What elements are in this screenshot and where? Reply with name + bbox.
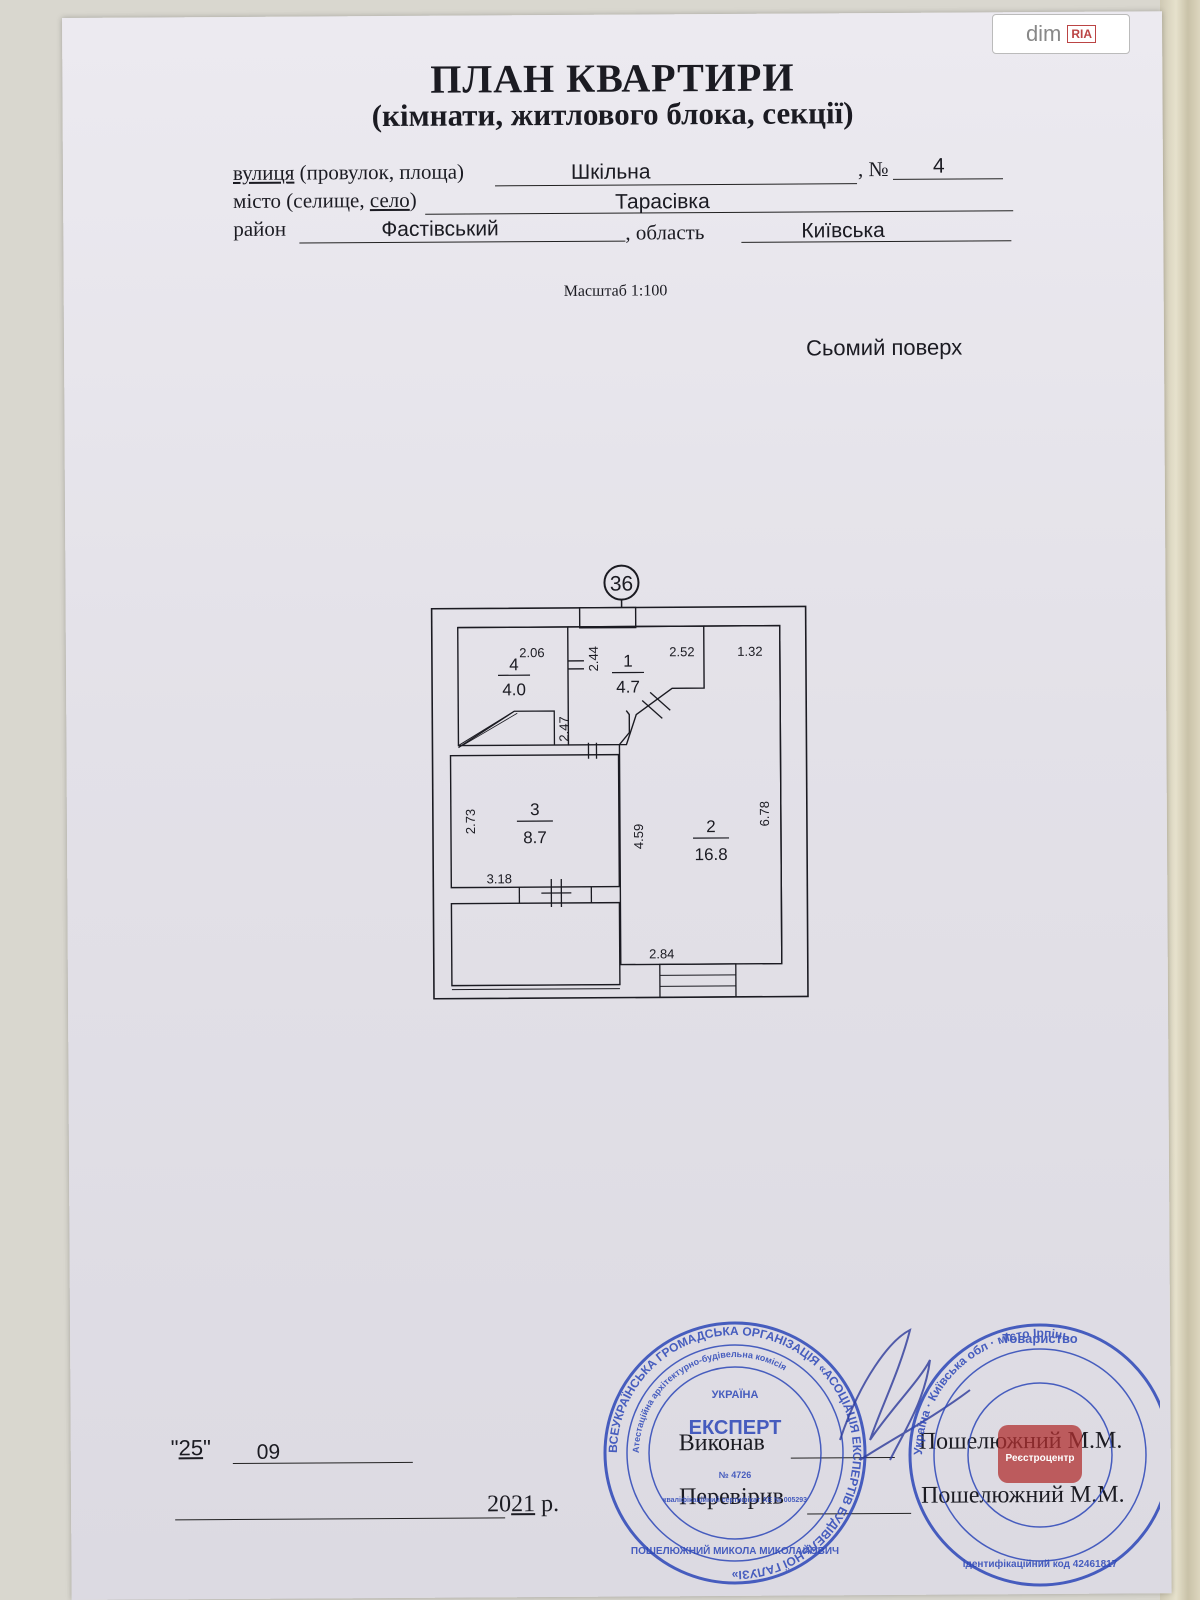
- city-value: Тарасівка: [615, 190, 710, 214]
- district-label: район: [233, 216, 287, 241]
- date-month: 09: [256, 1440, 281, 1464]
- loggia-outline: [450, 901, 621, 987]
- date-year-underline: [175, 1517, 506, 1521]
- dim-1.32: 1.32: [737, 644, 762, 659]
- seal-bottom: ПОШЕЛЮЖНИЙ МИКОЛА МИКОЛАЙОВИЧ: [631, 1544, 839, 1557]
- dim-2.73: 2.73: [463, 809, 478, 834]
- number-value: 4: [932, 154, 945, 178]
- expert-seal-stamp: ВСЕУКРАЇНСЬКА ГРОМАДСЬКА ОРГАНІЗАЦІЯ «АС…: [603, 1321, 867, 1585]
- watermark-brand: dim: [1025, 21, 1062, 46]
- dim-2.84: 2.84: [649, 946, 674, 961]
- floor-label: Сьомий поверх: [805, 334, 963, 361]
- right-seal-word: Товариство: [1002, 1331, 1077, 1346]
- number-underline: [892, 178, 1004, 180]
- seal-center: ЕКСПЕРТ: [689, 1417, 782, 1439]
- right-seal-logo: [998, 1425, 1082, 1483]
- document-subtitle: (кімнати, житлового блока, секції): [371, 95, 854, 134]
- number-label: , №: [857, 156, 889, 182]
- dim-3.18: 3.18: [487, 871, 512, 886]
- room-2-outline: [703, 624, 783, 964]
- right-seal-code: ідентифікаційний код 42461817: [963, 1558, 1118, 1570]
- street-value: Шкільна: [570, 160, 651, 184]
- room-1-number: 1: [623, 652, 633, 671]
- room-3-number: 3: [530, 800, 540, 819]
- dim-4.59: 4.59: [631, 824, 646, 849]
- city-underline: [425, 210, 1014, 215]
- dim-ria-watermark: dim RIA: [992, 14, 1130, 54]
- room-4-number: 4: [509, 655, 519, 674]
- right-seal-center: Реєстроцентр: [1006, 1453, 1075, 1464]
- dim-2.06: 2.06: [519, 645, 544, 660]
- room-4-outline: [457, 626, 570, 747]
- region-label: , область: [625, 220, 705, 245]
- room-3-outline: [449, 753, 621, 889]
- room-2-area: 16.8: [695, 845, 728, 864]
- dim-2.52: 2.52: [669, 644, 694, 659]
- seal-number: № 4726: [719, 1470, 752, 1480]
- dim-6.78: 6.78: [757, 801, 772, 826]
- room-1-area: 4.7: [616, 677, 640, 696]
- apartment-number: 36: [610, 573, 633, 596]
- room-2-number: 2: [706, 817, 716, 836]
- room-4-area: 4.0: [502, 680, 526, 699]
- seal-country: УКРАЇНА: [712, 1388, 759, 1401]
- watermark-badge: RIA: [1067, 25, 1097, 43]
- city-label: місто (селище, село): [233, 187, 417, 213]
- floor-plan: 36: [430, 564, 809, 1000]
- document-sheet: ПЛАН КВАРТИРИ (кімнати, житлового блока,…: [62, 11, 1172, 1600]
- seal-sub: кваліфікаційний сертифікат АЕ № 005293: [663, 1496, 807, 1504]
- date-year: 2021 р.: [487, 1490, 560, 1518]
- date-day: "25": [170, 1435, 211, 1461]
- dim-2.44: 2.44: [586, 646, 601, 671]
- room-3-area: 8.7: [523, 828, 547, 847]
- region-value: Київська: [801, 218, 885, 243]
- scale-label: Масштаб 1:100: [563, 282, 668, 300]
- street-label: вулиця (провулок, площа): [232, 159, 465, 185]
- company-seal-stamp: Україна · Київська обл · місто Ірпінь То…: [908, 1323, 1160, 1587]
- district-value: Фастівський: [381, 217, 499, 242]
- street-underline: [495, 183, 858, 187]
- dim-2.47: 2.47: [556, 716, 571, 741]
